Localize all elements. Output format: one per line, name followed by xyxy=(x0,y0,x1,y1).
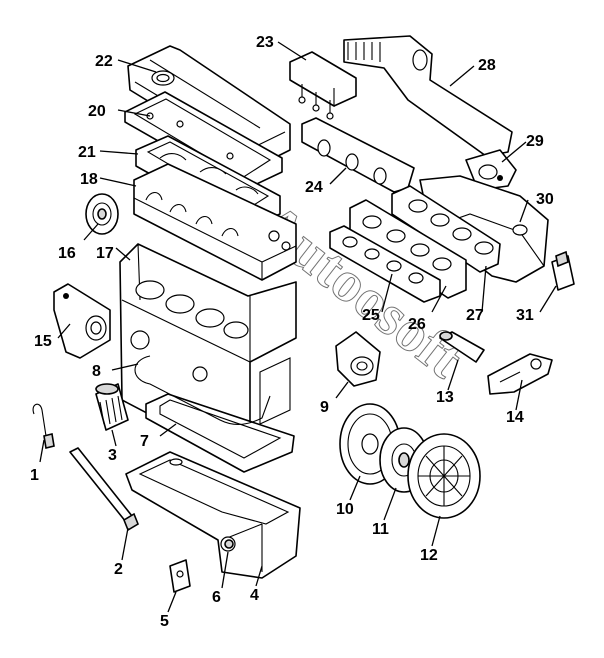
callout-4: 4 xyxy=(250,587,259,604)
callout-8: 8 xyxy=(92,363,101,380)
cover-gasket xyxy=(124,91,283,191)
callout-23: 23 xyxy=(256,34,274,51)
callout-10: 10 xyxy=(336,501,354,518)
callout-24: 24 xyxy=(305,179,323,196)
callout-6: 6 xyxy=(212,589,221,606)
callout-30: 30 xyxy=(536,191,554,208)
drain-plug xyxy=(224,539,234,549)
callout-5: 5 xyxy=(160,613,169,630)
water-pump-pulley xyxy=(85,193,119,235)
exhaust-manifold xyxy=(349,199,467,299)
engine-mount xyxy=(487,353,553,395)
fuel-rail xyxy=(301,117,415,193)
callout-16: 16 xyxy=(58,245,76,262)
callout-22: 22 xyxy=(95,53,113,70)
callout-26: 26 xyxy=(408,316,426,333)
callout-13: 13 xyxy=(436,389,454,406)
callout-31: 31 xyxy=(516,307,534,324)
sump-gasket xyxy=(145,393,295,473)
ignition-coil-pack xyxy=(289,51,357,120)
intake-gasket xyxy=(391,185,501,273)
callout-labels: 22 20 21 18 16 17 23 24 28 29 30 25 26 2… xyxy=(30,34,554,630)
callout-3: 3 xyxy=(108,447,117,464)
leader-lines xyxy=(39,41,557,613)
oil-filter xyxy=(95,383,129,431)
callout-21: 21 xyxy=(78,144,96,161)
water-pump xyxy=(53,283,111,359)
cylinder-head xyxy=(133,163,297,281)
callout-11: 11 xyxy=(372,521,389,538)
callout-2: 2 xyxy=(114,561,123,578)
thermostat-housing xyxy=(335,331,381,387)
callout-18: 18 xyxy=(80,171,98,188)
callout-1: 1 xyxy=(30,467,39,484)
callout-20: 20 xyxy=(88,103,106,120)
temperature-sensor xyxy=(439,331,485,363)
callout-17: 17 xyxy=(96,245,114,262)
dipstick xyxy=(32,403,55,449)
callout-9: 9 xyxy=(320,399,329,416)
sump-bracket xyxy=(169,559,191,593)
callout-12: 12 xyxy=(420,547,438,564)
exhaust-gasket xyxy=(329,225,441,303)
pressure-plate xyxy=(407,433,481,519)
oil-sump xyxy=(125,451,301,579)
sensor-bracket xyxy=(551,250,575,291)
callout-15: 15 xyxy=(34,333,52,350)
intake-hose xyxy=(343,35,513,157)
callout-27: 27 xyxy=(466,307,484,324)
callout-29: 29 xyxy=(526,133,544,150)
callout-7: 7 xyxy=(140,433,149,450)
callout-25: 25 xyxy=(362,307,380,324)
callout-14: 14 xyxy=(506,409,524,426)
dipstick-tube xyxy=(69,447,139,532)
callout-28: 28 xyxy=(478,57,496,74)
